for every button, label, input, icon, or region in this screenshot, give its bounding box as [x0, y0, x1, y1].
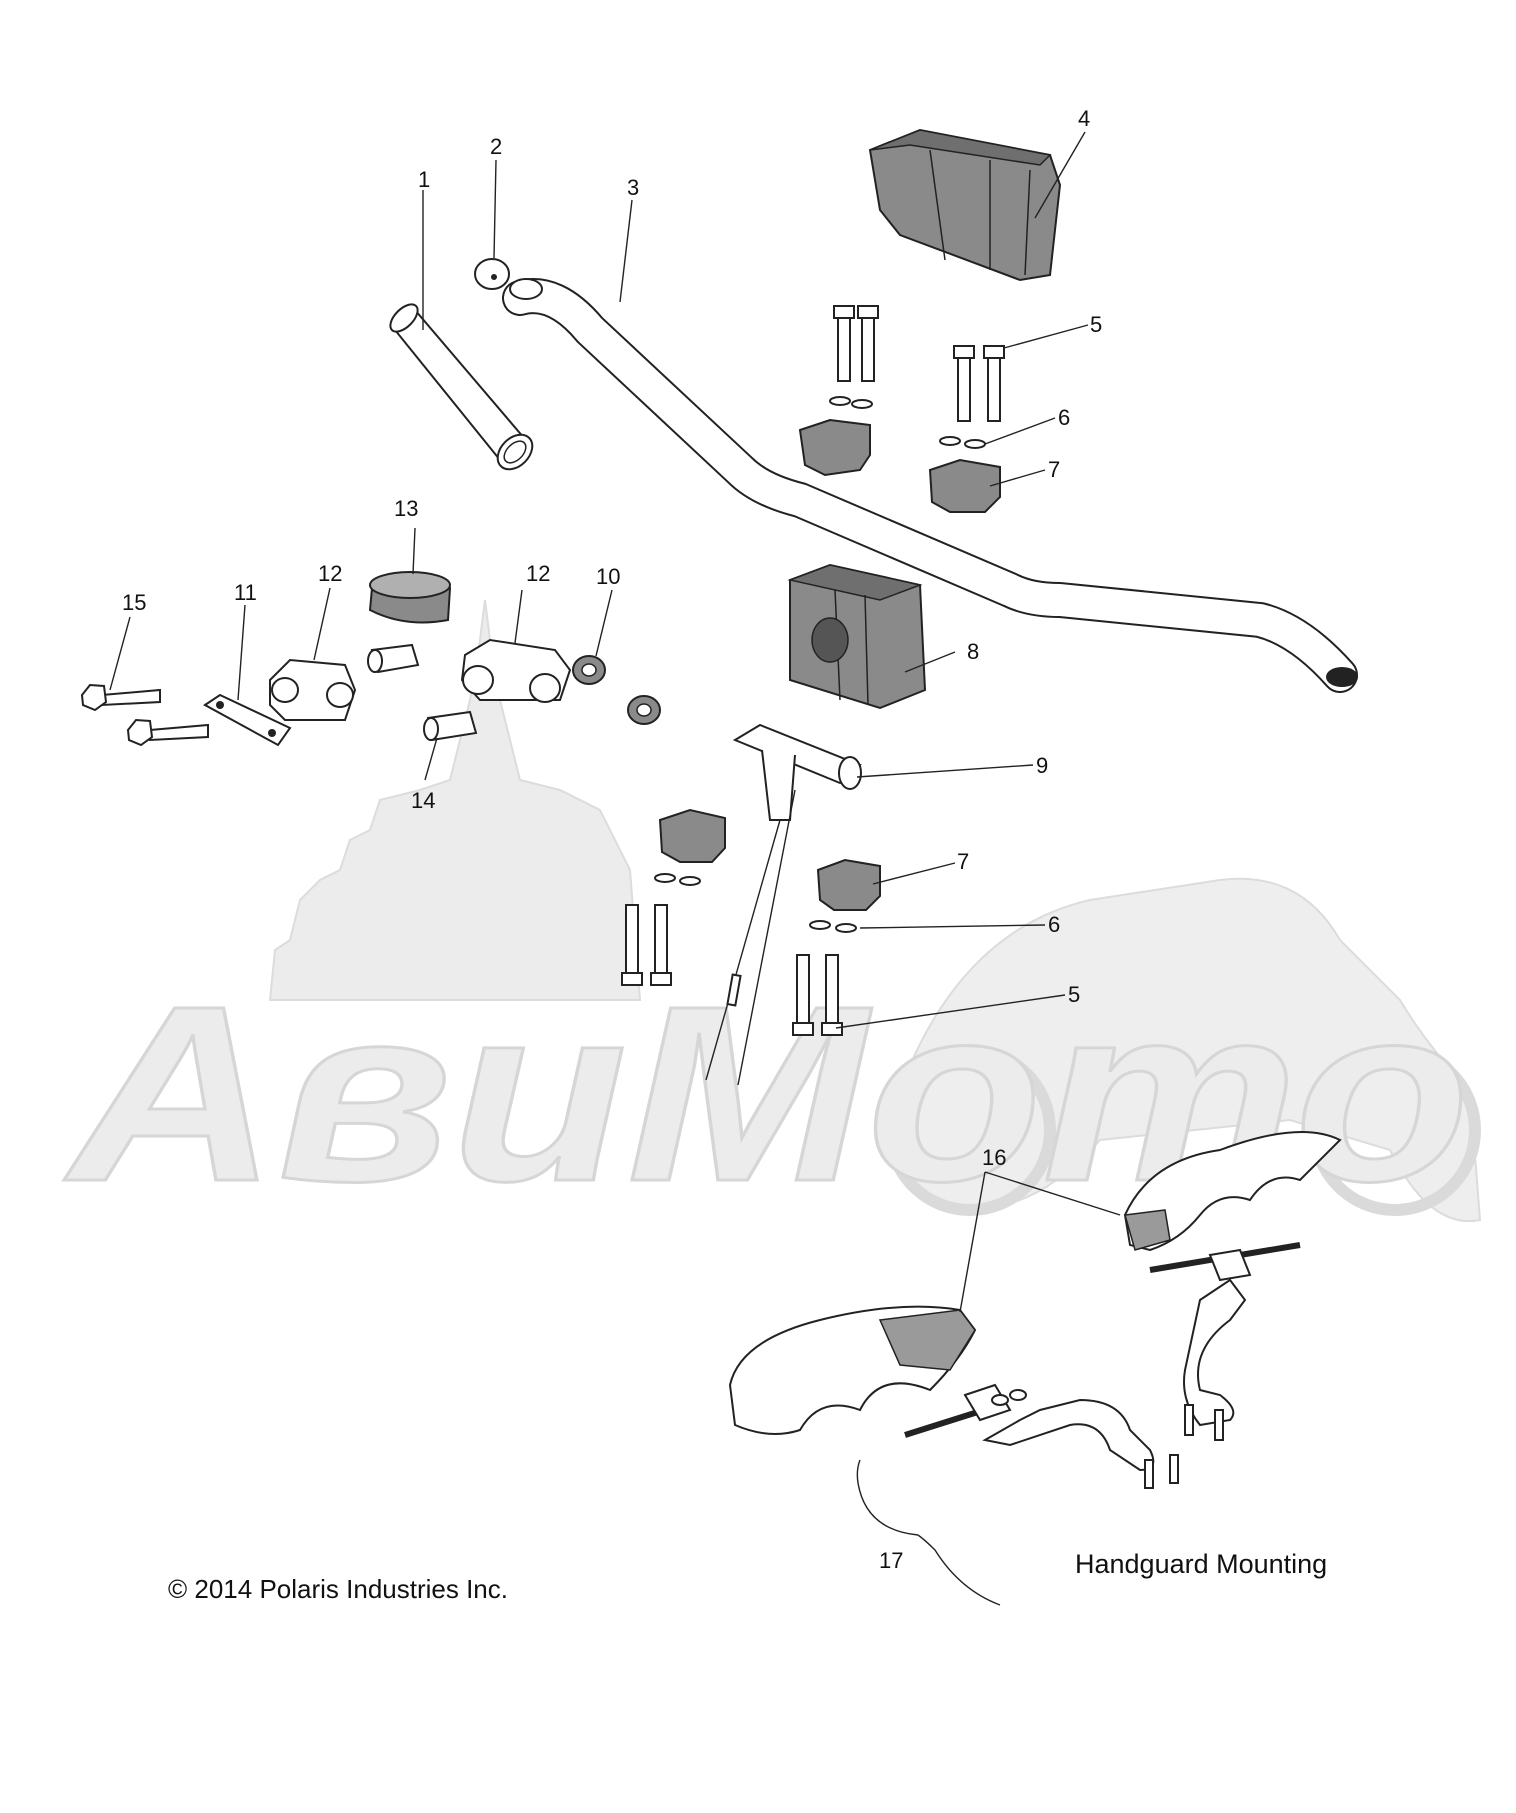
callout-5: 5: [1090, 312, 1102, 337]
callout-14: 14: [411, 788, 435, 813]
callout-4: 4: [1078, 106, 1090, 131]
part-nuts: [572, 655, 661, 725]
handguard-mount-hardware: [904, 1242, 1301, 1489]
lower-clamps: [658, 808, 881, 911]
callout-3: 3: [627, 175, 639, 200]
callout-6-lower: 6: [1048, 912, 1060, 937]
callout-1: 1: [418, 167, 430, 192]
callout-15: 15: [122, 590, 146, 615]
upper-bolts-left: [833, 305, 879, 382]
callout-12: 12: [318, 561, 342, 586]
watermark-wheel-front: [1309, 1044, 1481, 1216]
callout-9: 9: [1036, 753, 1048, 778]
upper-washers: [829, 396, 986, 449]
lower-bolts: [621, 904, 843, 1036]
callout-10: 10: [596, 564, 620, 589]
callout-labels: 1 2 3 4 5 6 7 8 9 10 11 12 13 14 15 16 1…: [122, 106, 1102, 1573]
part-riser-clamps: [269, 638, 572, 721]
part-riser-block: [787, 563, 927, 710]
leader-lines: [109, 131, 1121, 1606]
part-handguards: [728, 1131, 1342, 1435]
part-spacers: [367, 643, 478, 742]
part-handlebar: [502, 278, 1358, 693]
part-plate: [203, 693, 292, 747]
lower-washers: [654, 873, 857, 933]
upper-clamps: [798, 418, 1001, 513]
watermark-castle-silhouette: [268, 599, 642, 1001]
part-handlebar-pad: [868, 128, 1062, 282]
handguard-caption: Handguard Mounting: [1075, 1549, 1327, 1579]
callout-5-lower: 5: [1068, 982, 1080, 1007]
callout-16: 16: [982, 1145, 1006, 1170]
callout-6: 6: [1058, 405, 1070, 430]
callout-12-right: 12: [526, 561, 550, 586]
callout-17: 17: [879, 1548, 903, 1573]
callout-7-lower: 7: [957, 849, 969, 874]
callout-7: 7: [1048, 457, 1060, 482]
part-t-bar: [705, 723, 862, 1086]
callout-13: 13: [394, 496, 418, 521]
copyright-text: © 2014 Polaris Industries Inc.: [168, 1574, 508, 1604]
part-mount-bolts: [80, 683, 209, 747]
part-end-plug: [474, 258, 510, 290]
part-grip: [389, 303, 534, 471]
watermark-text: АвиМото: [63, 954, 1470, 1233]
callout-8: 8: [967, 639, 979, 664]
upper-bolts-right: [953, 345, 1005, 422]
watermark-wheel-rear: [884, 1044, 1056, 1216]
callout-11: 11: [234, 580, 257, 605]
part-bushing-ring: [368, 571, 452, 624]
callout-2: 2: [490, 134, 502, 159]
